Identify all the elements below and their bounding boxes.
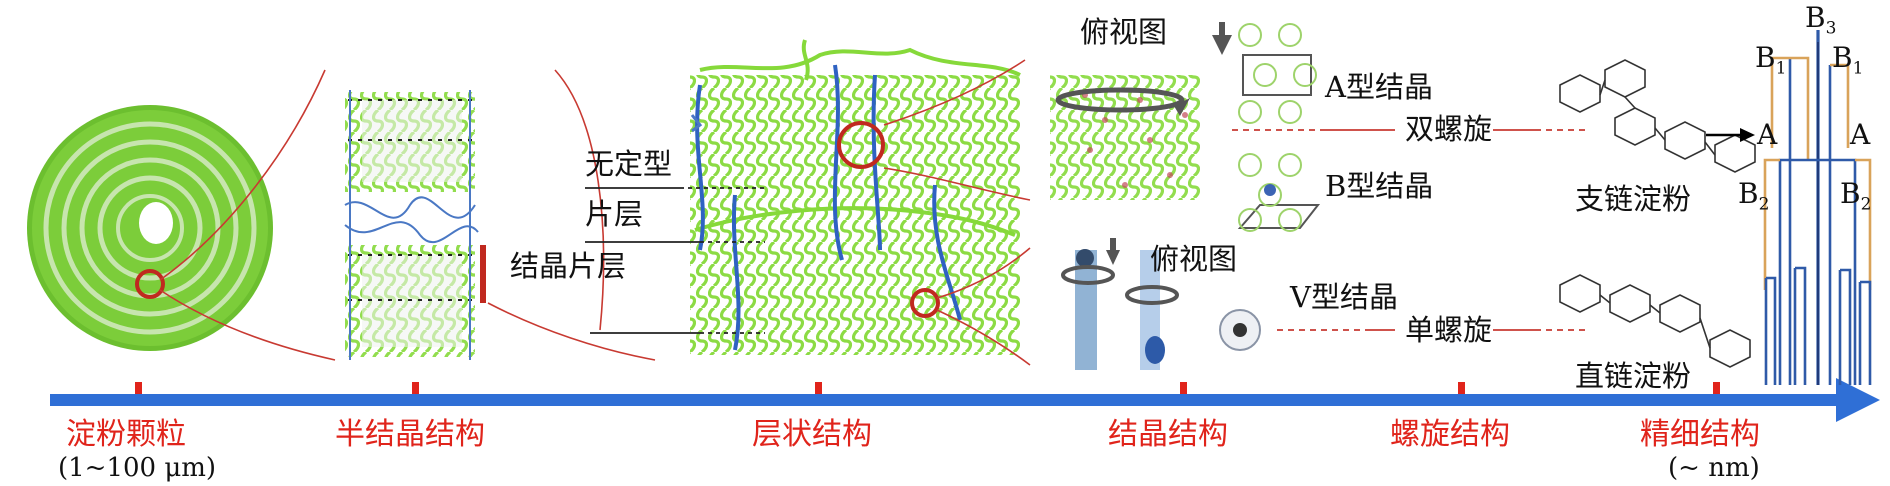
- connector-line: [883, 59, 1026, 126]
- connector-line: [936, 309, 1031, 366]
- label-single-helix: 单螺旋: [1405, 313, 1493, 347]
- lamella-guide-lines: [585, 187, 765, 334]
- label-crystalline-lamella: 结晶片层: [510, 249, 627, 283]
- label-amorphous-lamella-2: 片层: [585, 197, 644, 231]
- label-chain-b1-right: B1: [1832, 41, 1864, 79]
- connector-line: [487, 302, 656, 361]
- connector-line: [883, 167, 1031, 201]
- connector-line: [936, 247, 1031, 299]
- helix-connectors: [1232, 129, 1585, 331]
- cluster-chain-diagram: [1763, 30, 1872, 385]
- scale-axis: [50, 378, 1880, 422]
- label-starch-granule: 淀粉颗粒: [66, 417, 186, 452]
- v-type-single-helix-model: [1061, 238, 1179, 370]
- label-lamellar-structure: 层状结构: [752, 417, 872, 452]
- label-amylopectin: 支链淀粉: [1575, 182, 1692, 216]
- label-helical-structure: 螺旋结构: [1390, 417, 1510, 452]
- axis-arrowhead: [1836, 378, 1880, 422]
- tick-fine: [1713, 382, 1720, 394]
- label-double-helix: 双螺旋: [1405, 112, 1493, 146]
- label-chain-a-left: A: [1757, 118, 1778, 151]
- a-type-double-helix-model: [1050, 22, 1232, 200]
- amylopectin-arrow: [1706, 128, 1755, 142]
- semicrystalline-stack: [344, 90, 486, 360]
- label-chain-b2-right: B2: [1840, 177, 1872, 215]
- crystalline-lamella-marker: [480, 245, 486, 303]
- zoom-circle-single-helix: [910, 288, 940, 318]
- label-top-view-v: 俯视图: [1150, 242, 1238, 276]
- tick-granule: [135, 382, 142, 394]
- connector-line: [159, 69, 326, 281]
- label-top-view-a: 俯视图: [1080, 15, 1168, 49]
- label-granule-size: (1~100 μm): [58, 453, 217, 483]
- label-crystalline-structure: 结晶结构: [1108, 417, 1228, 452]
- starch-granule: [27, 105, 273, 351]
- label-amylose: 直链淀粉: [1575, 359, 1692, 393]
- zoom-circle-granule: [135, 269, 165, 299]
- label-fine-size: (~ nm): [1668, 453, 1760, 483]
- tick-crystalline: [1180, 382, 1187, 394]
- label-chain-b3: B3: [1805, 1, 1837, 39]
- b-type-top-view: [1237, 153, 1321, 232]
- tick-helical: [1458, 382, 1465, 394]
- label-semicrystalline-structure: 半结晶结构: [335, 417, 485, 452]
- label-v-type-crystal: V型结晶: [1290, 280, 1398, 314]
- lamellar-helices: [690, 39, 1021, 355]
- label-chain-b2-left: B2: [1738, 177, 1770, 215]
- zoom-circle-double-helix: [837, 121, 885, 169]
- tick-semicrystalline: [412, 382, 419, 394]
- connector-line: [554, 69, 605, 331]
- label-fine-structure: 精细结构: [1640, 417, 1760, 452]
- v-type-top-view: [1219, 309, 1261, 351]
- amylose-molecule: [1559, 274, 1751, 368]
- label-a-type-crystal: A型结晶: [1325, 70, 1433, 104]
- tick-lamellar: [815, 382, 822, 394]
- label-b-type-crystal: B型结晶: [1325, 169, 1434, 203]
- label-chain-b1-left: B1: [1755, 41, 1787, 79]
- label-chain-a-right: A: [1850, 118, 1871, 151]
- a-type-top-view: [1238, 23, 1317, 124]
- label-amorphous-lamella-1: 无定型: [585, 147, 673, 181]
- axis-bar: [50, 394, 1840, 406]
- connector-line: [159, 289, 336, 361]
- amylopectin-molecule: [1559, 59, 1756, 173]
